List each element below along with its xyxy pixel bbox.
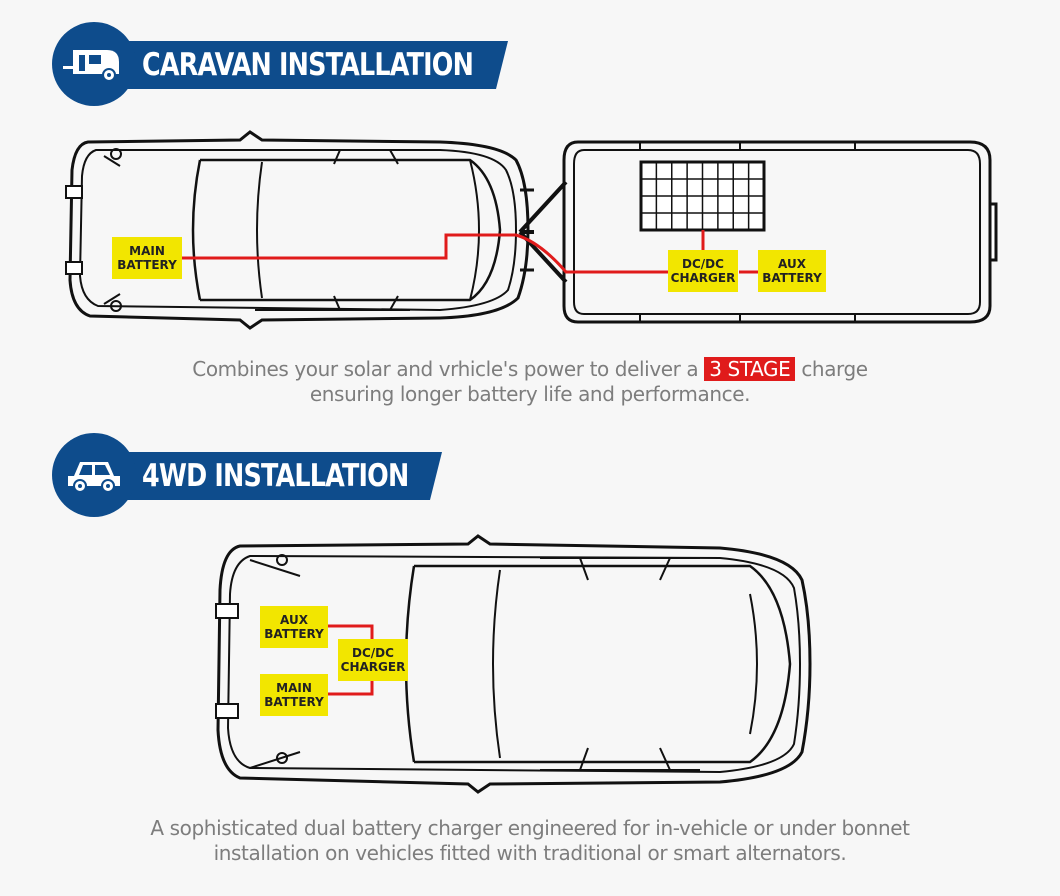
caravan-header-badge (52, 22, 136, 106)
caravan-diagram-drawing (65, 130, 998, 330)
caravan-main-battery-label: MAIN BATTERY (112, 237, 182, 279)
caravan-header-bar (112, 41, 508, 89)
caravan-outline (562, 140, 998, 324)
fourwd-main-battery-label: MAIN BATTERY (260, 674, 328, 716)
caravan-caption-after: charge (795, 357, 868, 381)
caravan-dcdc-charger-label: DC/DC CHARGER (668, 250, 738, 292)
fourwd-header-badge (52, 433, 136, 517)
caravan-wiring (180, 230, 758, 274)
caravan-caption: Combines your solar and vrhicle's power … (0, 357, 1060, 407)
caravan-caption-line1: Combines your solar and vrhicle's power … (0, 357, 1060, 382)
caravan-title: CARAVAN INSTALLATION (142, 47, 474, 83)
fourwd-caption-line2: installation on vehicles fitted with tra… (213, 841, 847, 865)
car-icon (68, 462, 120, 493)
fourwd-caption-line1: A sophisticated dual battery charger eng… (150, 816, 910, 840)
fourwd-wiring (328, 624, 374, 696)
solar-panel (639, 160, 766, 232)
three-stage-highlight: 3 STAGE (704, 357, 796, 381)
caravan-caption-before: Combines your solar and vrhicle's power … (192, 357, 705, 381)
caravan-aux-battery-label: AUX BATTERY (758, 250, 826, 292)
caravan-diagram: MAIN BATTERY DC/DC CHARGER AUX BATTERY (0, 120, 1060, 350)
tow-vehicle-outline (65, 130, 534, 330)
fourwd-vehicle-outline (215, 534, 812, 794)
caravan-icon (63, 50, 119, 82)
fourwd-dcdc-charger-label: DC/DC CHARGER (338, 639, 408, 681)
fourwd-diagram: AUX BATTERY DC/DC CHARGER MAIN BATTERY (0, 530, 1060, 800)
fourwd-header-bar (112, 452, 442, 500)
fourwd-diagram-drawing (215, 534, 812, 794)
caravan-caption-line2: ensuring longer battery life and perform… (309, 382, 751, 406)
fourwd-caption: A sophisticated dual battery charger eng… (0, 816, 1060, 866)
fourwd-title: 4WD INSTALLATION (142, 458, 409, 494)
fourwd-aux-battery-label: AUX BATTERY (260, 606, 328, 648)
